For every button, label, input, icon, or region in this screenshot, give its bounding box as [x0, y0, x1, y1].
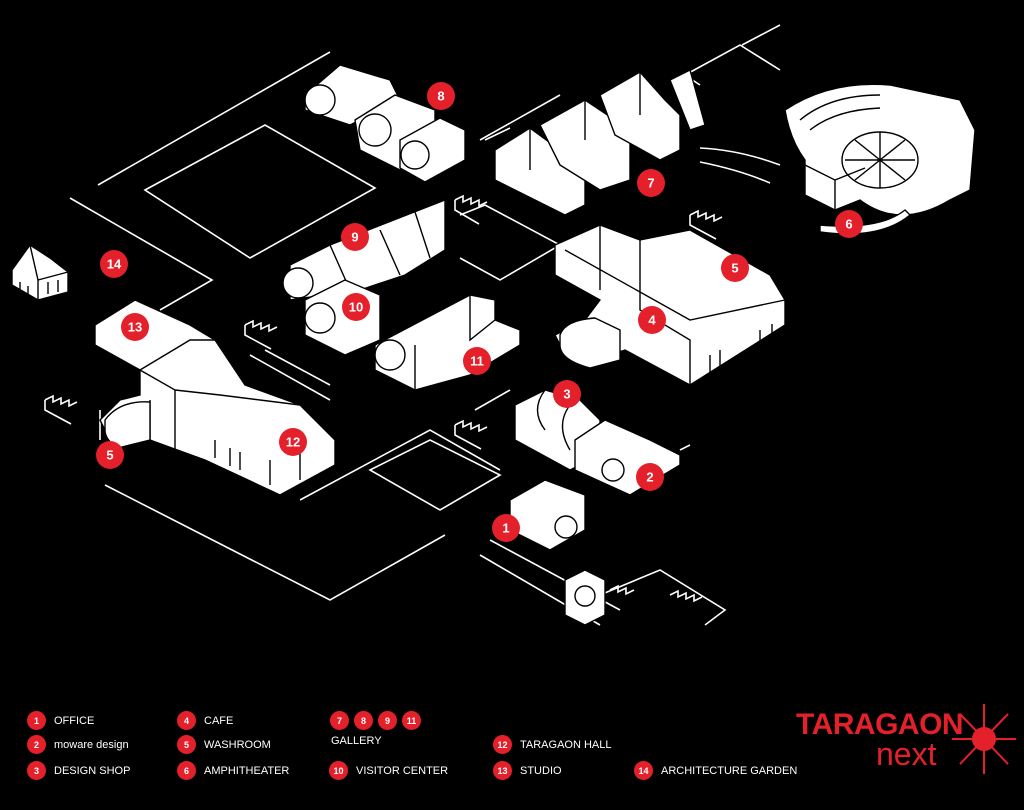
marker-gallery-7[interactable]: 7: [637, 169, 665, 197]
marker-gallery-9[interactable]: 9: [341, 223, 369, 251]
legend-label: STUDIO: [520, 764, 562, 777]
legend-badge: 13: [493, 761, 512, 780]
marker-moware-design[interactable]: 2: [636, 463, 664, 491]
map-markers: 8 7 6 9 5 14 13 10 4 11 3 12 5 2 1: [96, 82, 863, 542]
gallery-11: [374, 294, 521, 391]
marker-studio[interactable]: 13: [121, 313, 149, 341]
marker-washroom-west[interactable]: 5: [96, 441, 124, 469]
marker-washroom-east[interactable]: 5: [721, 254, 749, 282]
svg-text:7: 7: [647, 176, 654, 191]
svg-text:3: 3: [563, 387, 570, 402]
legend-washroom: 5 WASHROOM: [177, 735, 271, 754]
legend-gallery: GALLERY: [331, 735, 382, 747]
legend-label: AMPHITHEATER: [204, 764, 290, 777]
svg-text:13: 13: [128, 320, 142, 335]
office: [509, 479, 606, 626]
legend-badge: 2: [27, 735, 46, 754]
taragaon-next-logo: TARAGAON next: [796, 704, 1016, 776]
roads: [69, 24, 781, 626]
marker-design-shop[interactable]: 3: [553, 380, 581, 408]
legend-badge: 11: [402, 711, 421, 730]
legend-badge: 12: [493, 735, 512, 754]
star-icon: [952, 704, 1016, 774]
marker-taragaon-hall[interactable]: 12: [279, 428, 307, 456]
marker-gallery-11[interactable]: 11: [463, 347, 491, 375]
svg-text:4: 4: [648, 313, 656, 328]
marker-visitor-center[interactable]: 10: [342, 293, 370, 321]
svg-text:8: 8: [437, 89, 444, 104]
amphitheater: [784, 83, 976, 235]
legend-badge: 5: [177, 735, 196, 754]
svg-text:9: 9: [351, 230, 358, 245]
legend-hall: 12 TARAGAON HALL: [493, 735, 612, 754]
legend-label: ARCHITECTURE GARDEN: [661, 764, 798, 777]
logo-title: TARAGAON: [796, 708, 964, 741]
svg-text:11: 11: [470, 354, 484, 369]
studio-hall: [94, 299, 336, 496]
svg-text:10: 10: [349, 300, 363, 315]
gallery-9: [282, 199, 446, 301]
moware-design: [574, 419, 681, 496]
legend-studio: 13 STUDIO: [493, 761, 562, 780]
legend-badge: 14: [634, 761, 653, 780]
stairs: [44, 194, 723, 603]
legend-badge: 1: [27, 711, 46, 730]
legend-badge: 8: [354, 711, 373, 730]
legend-office: 1 OFFICE: [27, 711, 94, 730]
svg-text:5: 5: [106, 448, 113, 463]
marker-cafe[interactable]: 4: [638, 306, 666, 334]
logo-subtitle: next: [876, 736, 937, 772]
legend-badge: 6: [177, 761, 196, 780]
legend-label: OFFICE: [54, 714, 95, 727]
gallery-8: [304, 64, 466, 183]
architecture-garden-house: [11, 244, 69, 301]
legend-gallery-badges: 7 8 9 11: [330, 711, 421, 730]
legend-label: CAFE: [204, 714, 234, 727]
svg-text:1: 1: [502, 521, 509, 536]
svg-text:2: 2: [646, 470, 653, 485]
legend-badge: 4: [177, 711, 196, 730]
svg-text:12: 12: [286, 435, 300, 450]
legend-label: DESIGN SHOP: [54, 764, 131, 777]
legend-visitor: 10 VISITOR CENTER: [329, 761, 448, 780]
site-map: 8 7 6 9 5 14 13 10 4 11 3 12 5 2 1: [11, 24, 976, 626]
marker-amphitheater[interactable]: 6: [835, 210, 863, 238]
legend-badge: 9: [378, 711, 397, 730]
legend-label: VISITOR CENTER: [356, 764, 449, 777]
legend-badge: 10: [329, 761, 348, 780]
legend-cafe: 4 CAFE: [177, 711, 233, 730]
marker-office[interactable]: 1: [492, 514, 520, 542]
legend-shop: 3 DESIGN SHOP: [27, 761, 130, 780]
legend-label: TARAGAON HALL: [520, 738, 612, 751]
legend-moware: 2 moware design: [27, 735, 129, 754]
cafe-washroom: [554, 224, 786, 386]
legend-badge: 7: [330, 711, 349, 730]
legend-garden: 14 ARCHITECTURE GARDEN: [634, 761, 797, 780]
svg-text:14: 14: [107, 257, 122, 272]
svg-text:6: 6: [845, 217, 852, 232]
legend-badge: 3: [27, 761, 46, 780]
legend-label: WASHROOM: [204, 738, 271, 751]
marker-gallery-8[interactable]: 8: [427, 82, 455, 110]
svg-text:5: 5: [731, 261, 738, 276]
legend-amphitheater: 6 AMPHITHEATER: [177, 761, 289, 780]
legend-label: moware design: [54, 738, 129, 751]
gallery-7: [494, 69, 706, 216]
marker-architecture-garden[interactable]: 14: [100, 250, 128, 278]
legend-label: GALLERY: [331, 735, 382, 747]
